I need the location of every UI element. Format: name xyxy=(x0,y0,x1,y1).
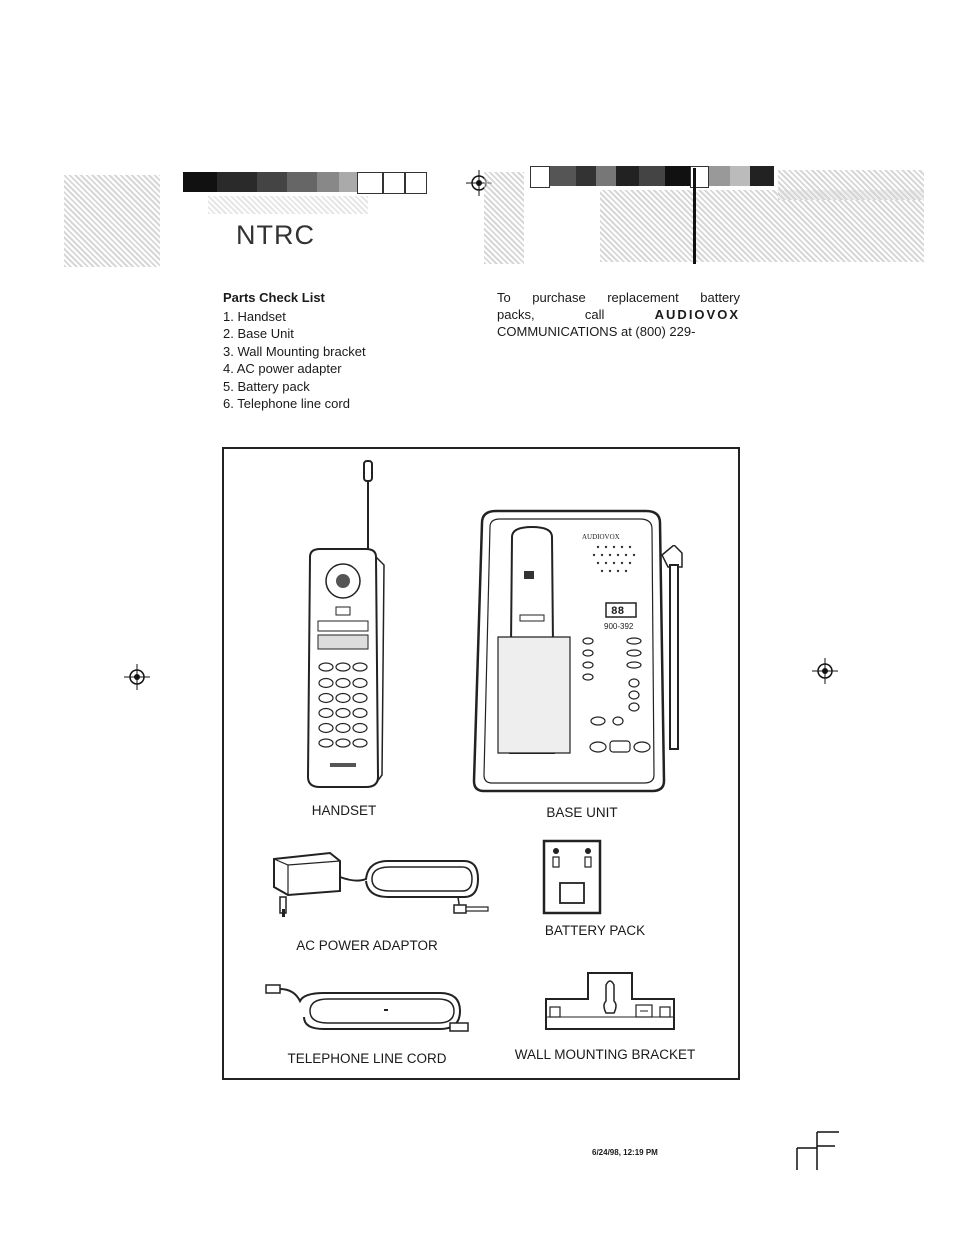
list-item: 6. Telephone line cord xyxy=(223,396,350,412)
base-display-readout: 88 xyxy=(611,606,625,618)
caption-ac-power-adaptor: AC POWER ADAPTOR xyxy=(296,938,438,953)
parts-check-list: 1. Handset 2. Base Unit 3. Wall Mounting… xyxy=(223,308,366,412)
registration-mark-icon xyxy=(812,658,838,684)
purchase-paragraph: To purchase replacement battery packs, c… xyxy=(497,289,740,340)
scan-noise-left xyxy=(64,175,160,267)
telephone-cord-illustration xyxy=(265,984,469,1032)
base-unit-illustration: AUDIOVOX 88 900-392 xyxy=(472,509,666,793)
color-bar-right xyxy=(530,166,774,188)
list-item: 5. Battery pack xyxy=(223,378,310,394)
list-item: 1. Handset xyxy=(223,309,286,324)
caption-battery-pack: BATTERY PACK xyxy=(544,923,646,938)
color-bar-left xyxy=(183,172,429,194)
scan-noise-right-b xyxy=(600,190,924,262)
wall-bracket-illustration xyxy=(545,972,675,1030)
scan-vertical-line xyxy=(693,168,696,264)
purchase-line-3: COMMUNICATIONS at (800) 229- xyxy=(497,324,696,339)
caption-wall-mounting-bracket: WALL MOUNTING BRACKET xyxy=(514,1047,696,1062)
ac-adaptor-illustration xyxy=(273,851,489,917)
base-brand-label: AUDIOVOX xyxy=(582,533,620,541)
print-timestamp: 6/24/98, 12:19 PM xyxy=(592,1148,658,1157)
caption-handset: HANDSET xyxy=(311,803,377,818)
base-model-label: 900-392 xyxy=(604,622,634,631)
list-item: 4. AC power adapter xyxy=(223,361,342,377)
crop-mark-icon xyxy=(796,1131,839,1170)
scan-noise-left-2 xyxy=(208,196,368,214)
parts-check-list-title: Parts Check List xyxy=(223,290,325,305)
scan-noise-right-a xyxy=(484,172,524,264)
handset-illustration xyxy=(306,460,385,788)
base-antenna-illustration xyxy=(661,545,683,750)
purchase-line-1: To purchase replacement battery xyxy=(497,290,740,305)
battery-pack-illustration xyxy=(542,839,602,915)
caption-base-unit: BASE UNIT xyxy=(546,805,618,820)
registration-mark-icon xyxy=(124,664,150,690)
list-item: 2. Base Unit xyxy=(223,326,294,342)
purchase-line-2: packs, call AUDIOVOX xyxy=(497,307,740,322)
header-fragment-text: NTRC xyxy=(236,220,315,250)
parts-illustration-box: HANDSET AUDIOVOX 88 900-392 BASE UNIT xyxy=(222,447,740,1080)
scan-noise-right-c xyxy=(778,170,924,200)
caption-telephone-line-cord: TELEPHONE LINE CORD xyxy=(287,1051,447,1066)
list-item: 3. Wall Mounting bracket xyxy=(223,343,366,359)
